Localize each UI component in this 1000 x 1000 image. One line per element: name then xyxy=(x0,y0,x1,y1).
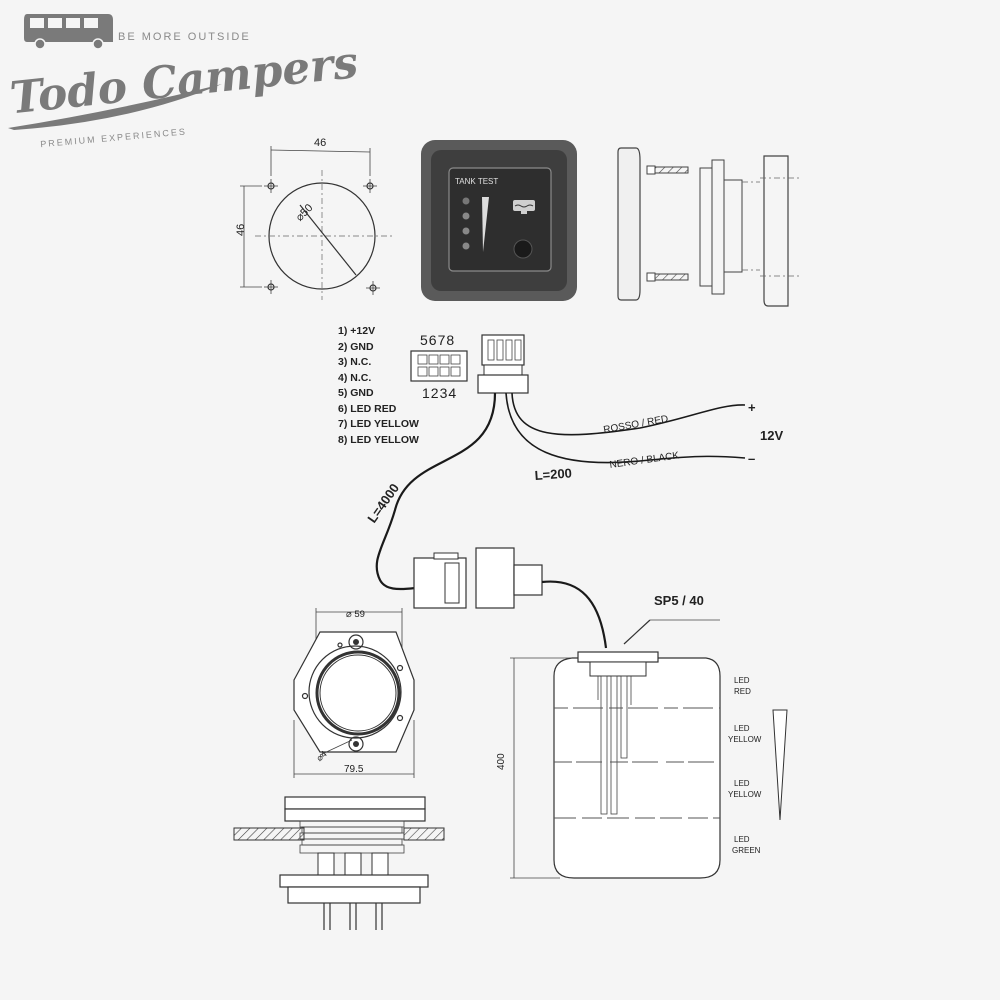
test-button[interactable] xyxy=(513,239,533,259)
flange-top-view: ⌀ 59 79.5 ⌀4 xyxy=(293,608,415,778)
level-3-line1: LED xyxy=(734,779,750,788)
black-wire-label: NERO / BLACK xyxy=(609,450,680,471)
connector-bottom-numbers: 1234 xyxy=(422,385,457,401)
level-4-line1: LED xyxy=(734,835,750,844)
logo-tagline: BE MORE OUTSIDE xyxy=(118,31,251,43)
brand-logo: BE MORE OUTSIDE Todo Campers PREMIUM EXP… xyxy=(8,14,361,149)
red-wire xyxy=(511,392,746,436)
tank-body xyxy=(553,657,721,879)
flange-width: 79.5 xyxy=(344,764,364,775)
pin-5: 5) GND xyxy=(338,387,374,399)
tank-test-panel: TANK TEST xyxy=(421,140,577,301)
long-cable xyxy=(375,392,497,591)
panel-cutout-drawing: 46 46 ⌀50 xyxy=(235,137,392,300)
plus-terminal: + xyxy=(748,400,756,415)
pinout-legend: 1) +12V 2) GND 3) N.C. 4) N.C. 5) GND 6)… xyxy=(338,325,419,446)
mounting-screw-bottom xyxy=(646,272,689,282)
level-3-line2: YELLOW xyxy=(728,790,762,799)
level-4-line2: GREEN xyxy=(732,846,761,855)
level-2-line1: LED xyxy=(734,724,750,733)
flange-section-view xyxy=(233,796,445,930)
level-labels: LED RED LED YELLOW LED YELLOW LED GREEN xyxy=(728,676,762,855)
connector-plug xyxy=(477,334,529,394)
pin-7: 7) LED YELLOW xyxy=(338,418,419,430)
panel-side-view xyxy=(617,147,800,307)
pin-6: 6) LED RED xyxy=(338,403,397,415)
level-wedge-icon xyxy=(482,197,489,252)
level-wedge xyxy=(772,709,788,821)
level-1-line1: LED xyxy=(734,676,750,685)
tank-icon xyxy=(513,200,535,214)
panel-label: TANK TEST xyxy=(455,177,498,186)
height-dimension: 46 xyxy=(235,224,247,236)
logo-subtitle: PREMIUM EXPERIENCES xyxy=(40,126,187,149)
voltage-label: 12V xyxy=(760,428,783,443)
pin-8: 8) LED YELLOW xyxy=(338,434,419,446)
short-length-label: L=200 xyxy=(534,465,572,483)
pin-2: 2) GND xyxy=(338,341,374,353)
sensor-label: SP5 / 40 xyxy=(654,593,704,608)
minus-terminal: – xyxy=(748,451,755,466)
level-2-line2: YELLOW xyxy=(728,735,762,744)
tank-height-label: 400 xyxy=(496,753,507,770)
van-icon xyxy=(24,14,113,50)
flange-diameter: ⌀ 59 xyxy=(346,609,365,620)
mounting-screw-top xyxy=(646,165,689,175)
red-wire-label: ROSSO / RED xyxy=(603,414,669,436)
black-wire xyxy=(505,392,746,464)
sensor-cable xyxy=(541,580,608,649)
mount-hole-marks xyxy=(264,179,380,295)
tank-drawing: SP5 / 40 400 xyxy=(496,593,788,879)
inline-connector xyxy=(413,547,608,649)
connector-face: 5678 1234 xyxy=(410,332,468,401)
logo-swoosh xyxy=(8,84,222,130)
pin-1: 1) +12V xyxy=(338,325,375,337)
pin-3: 3) N.C. xyxy=(338,356,371,368)
connector-top-numbers: 5678 xyxy=(420,332,455,348)
pin-4: 4) N.C. xyxy=(338,372,371,384)
width-dimension: 46 xyxy=(314,137,326,149)
logo-brand: Todo Campers xyxy=(8,37,361,124)
level-leds xyxy=(462,197,470,250)
level-1-line2: RED xyxy=(734,687,751,696)
